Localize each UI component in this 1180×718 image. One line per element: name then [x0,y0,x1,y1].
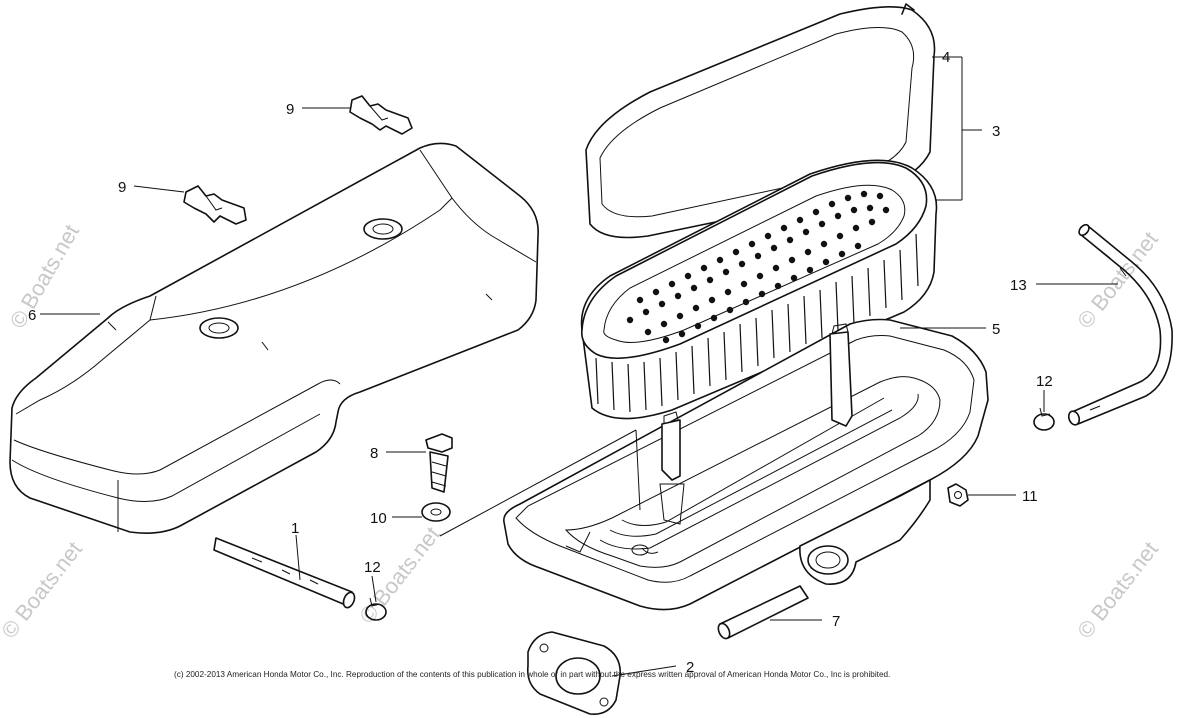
callout-2: 2 [686,659,694,676]
bolt [425,433,453,493]
clip-lower [183,185,247,225]
watermark-bottom-right: © Boats.net [1072,537,1163,643]
callout-1: 1 [291,520,299,537]
paper-filter-element [580,159,938,420]
callouts: 9 9 6 4 3 5 13 12 8 10 11 1 12 7 2 [28,49,1053,676]
air-cleaner-cover [9,142,539,534]
callout-4: 4 [942,49,950,66]
watermark-bottom-left: © Boats.net [0,537,87,643]
callout-8: 8 [370,445,378,462]
callout-11: 11 [1022,488,1038,505]
air-cleaner-case [503,318,989,611]
callout-13: 13 [1010,277,1027,294]
callout-6: 6 [28,307,36,324]
pleats [595,233,919,413]
callout-12-right: 12 [1036,373,1053,390]
watermark-left: © Boats.net [5,220,84,332]
nut [947,483,969,507]
clip-upper [349,95,413,135]
leader-lines [40,56,1118,677]
breather-tube-1 [213,537,356,609]
breather-hose-13 [1067,223,1173,426]
hose-clamp-lower [365,597,387,621]
callout-10: 10 [370,510,387,527]
callout-9-lower: 9 [118,179,126,196]
breather-tube-7 [717,585,809,640]
hose-clamp-right [1033,407,1055,431]
washer [421,502,451,522]
perforation-holes [626,190,890,344]
gasket [526,631,621,716]
callout-3: 3 [992,123,1000,140]
callout-12-lower: 12 [364,559,381,576]
callout-7: 7 [832,613,840,630]
copyright-notice: (c) 2002-2013 American Honda Motor Co., … [174,670,890,679]
callout-5: 5 [992,321,1000,338]
callout-9-upper: 9 [286,101,294,118]
